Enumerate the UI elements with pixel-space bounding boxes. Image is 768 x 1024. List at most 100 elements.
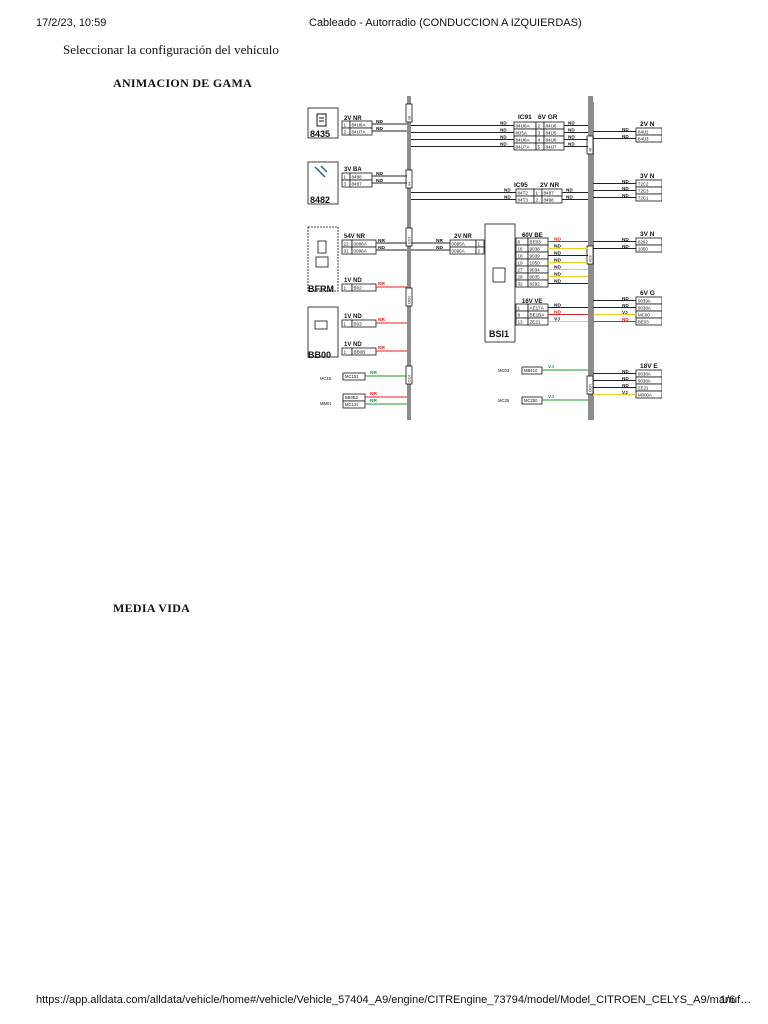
right-conn-3-pin-text: 1050 xyxy=(638,246,648,251)
splice-ic95-pin-text: 84T3 xyxy=(518,197,529,202)
wire-label-nr: NR xyxy=(378,281,385,287)
config-subtitle[interactable]: Seleccionar la configuración del vehícul… xyxy=(63,42,279,57)
wire-label-nr: NR xyxy=(378,317,385,323)
splice-ic95-pin-text: 84T2 xyxy=(518,190,529,195)
harness-tag xyxy=(405,169,413,189)
connector-8482-label: 3V BA xyxy=(344,167,362,173)
splice-ic95-pin-text: 8488 xyxy=(544,197,555,202)
connector-bfrm-pin-text: 22 xyxy=(344,241,350,246)
connector-mid-label: 2V NR xyxy=(454,234,472,240)
wire-label-nd: ND xyxy=(568,128,575,133)
wire-label-nd: ND xyxy=(504,188,511,193)
connector-8435-pin-text: 2 xyxy=(344,129,347,134)
wire-label: ND xyxy=(622,237,629,242)
connector-bb00b-pin-text: BB0B xyxy=(354,349,366,354)
harness-tag xyxy=(405,287,413,307)
right-conn-4-pin-text: MC00 xyxy=(638,312,650,317)
connector-bfrm2-pin-text: B02 xyxy=(354,285,363,290)
connector-mid-pin-text: 0096A xyxy=(452,248,466,253)
connector-bsi60-pin-text: 29 xyxy=(518,274,524,279)
splice-ic91-pin-text: 84U7 xyxy=(546,144,557,149)
wire-label: ND xyxy=(622,383,629,388)
component-8435-box xyxy=(307,107,339,139)
connector-bfrm-pin-text: 0096A xyxy=(354,248,368,253)
footer-url[interactable]: https://app.alldata.com/alldata/vehicle/… xyxy=(36,994,752,1006)
splice-ic91-pin-text: 84U6 xyxy=(546,123,557,128)
harness-tag xyxy=(586,375,594,395)
harness-tag-text: CC4 xyxy=(407,237,411,244)
wire-label-nd: ND xyxy=(554,244,561,250)
wire-label-nd: ND xyxy=(500,128,507,133)
right-conn-1-pin-text: 84U2 xyxy=(638,129,649,134)
wire-label-nd: ND xyxy=(436,245,443,251)
connector-8435-label: 2V NR xyxy=(344,116,362,122)
right-conn-4-pin-text: BE03 xyxy=(638,319,649,324)
ground-label: MC15 xyxy=(320,376,332,381)
component-bb00-label: BB00 xyxy=(308,350,331,360)
wire-label-nd: ND xyxy=(566,195,573,200)
splice-ic91-pin-text: 8U5A xyxy=(516,130,528,135)
wire-label-nr: NR xyxy=(378,345,385,351)
wire-label-nd: ND xyxy=(376,126,383,132)
wire-label-nd: ND xyxy=(500,142,507,147)
section-animacion-title: ANIMACION DE GAMA xyxy=(113,76,253,90)
wire-label-nd: ND xyxy=(500,135,507,140)
connector-bsi60-pin-text: 9034 xyxy=(530,267,541,272)
splice-ic91-pin-text: 84U6 xyxy=(546,137,557,142)
component-bsi1-label: BSI1 xyxy=(489,329,509,339)
harness-tag-text: 44 xyxy=(407,182,411,186)
wire-label-vj: VJ xyxy=(548,364,554,370)
connector-bsi60-pin-text: 1050 xyxy=(530,260,541,265)
splice-ic91-pin-text: 84U7A xyxy=(516,144,531,149)
right-conn-1-label: 2V N xyxy=(640,121,655,128)
splice-ic91-label: IC91 xyxy=(518,114,532,121)
connector-bsi60-pin-text: 9038 xyxy=(530,246,541,251)
connector-bb00a-pin-text: 1 xyxy=(344,321,347,326)
wire-label-nd: ND xyxy=(554,272,561,278)
connector-bsi60-pin-text: BE03 xyxy=(530,239,542,244)
wire-label-nd: ND xyxy=(376,178,383,184)
right-conn-2-label: 3V N xyxy=(640,173,655,180)
wire-label-nr: NR xyxy=(436,238,443,244)
harness-tag-text: 8C8 xyxy=(588,255,592,262)
wire-label-nd: ND xyxy=(568,121,575,126)
connector-bb00b-label: 1V ND xyxy=(344,342,362,348)
component-8482-label: 8482 xyxy=(310,195,330,205)
harness-tag-text: OCN xyxy=(588,384,592,392)
wire-label: ND xyxy=(622,244,629,249)
connector-8482-pin-text: 8487 xyxy=(352,181,363,186)
connector-bsi60-pin-text: 8 xyxy=(518,239,521,244)
connector-bsi60-pin-text: 9035 xyxy=(530,274,541,279)
right-conn-5-pin-text: 9038A xyxy=(638,378,651,383)
component-bb00-box xyxy=(307,306,339,358)
connector-ic91-label: 6V GR xyxy=(538,114,558,121)
harness-tag xyxy=(405,103,413,123)
connector-bsi16-pin-text: AE17A xyxy=(530,305,545,310)
wire-label-nd: ND xyxy=(566,188,573,193)
wire-label-nd: ND xyxy=(376,119,383,125)
right-conn-3-label: 3V N xyxy=(640,231,655,238)
connector-8435-pin-text: 1 xyxy=(344,122,347,127)
ground-connector-text: MC131 xyxy=(345,402,359,407)
wire-label: ND xyxy=(622,179,629,184)
right-conn-2-pin-text: 72C3 xyxy=(638,188,649,193)
ground-label: MC35 xyxy=(498,398,510,403)
wire-label-nd: ND xyxy=(504,195,511,200)
component-bsi1-box xyxy=(484,223,516,343)
bfrm-icon-1 xyxy=(317,240,327,254)
connector-bsi16-pin-text: ZE21 xyxy=(530,319,541,324)
connector-bb00b-pin-text: 1 xyxy=(344,349,347,354)
splice-ic91-pin-text: 2 xyxy=(538,123,541,128)
wire-label: ND xyxy=(622,376,629,381)
splice-ic95-label: IC95 xyxy=(514,182,528,189)
speaker-icon xyxy=(314,165,328,178)
connector-bsi16-pin-text: BE1BA xyxy=(530,312,546,317)
ground-connector-text: MC151 xyxy=(345,374,359,379)
splice-ic95-pin-text: 8487 xyxy=(544,190,555,195)
connector-bsi60-pin-text: 19 xyxy=(518,260,524,265)
wire-label: ND xyxy=(622,303,629,308)
wire-label-nr: NR xyxy=(370,398,377,404)
connector-bfrm2-pin-text: 1 xyxy=(344,285,347,290)
right-conn-5-pin-text: M000A xyxy=(638,392,652,397)
right-conn-3-pin-text: 8292 xyxy=(638,239,648,244)
